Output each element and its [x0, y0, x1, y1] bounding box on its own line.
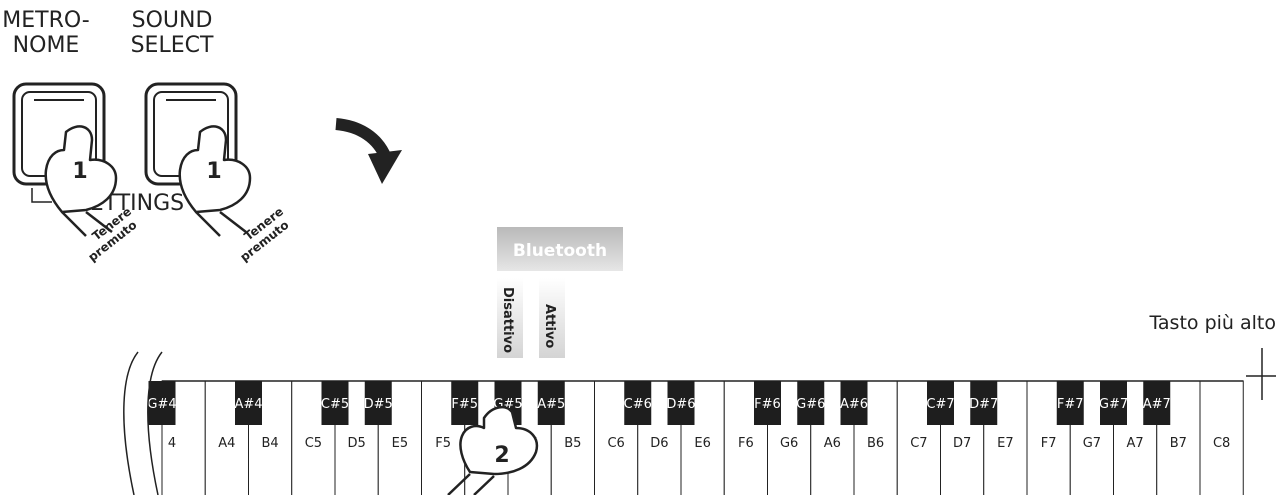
black-key-label: C#6	[624, 397, 652, 412]
black-key-label: A#7	[1143, 397, 1171, 412]
white-key-label: E5	[392, 436, 409, 451]
finger-press-icon-left: 1	[44, 125, 118, 237]
white-key-label: C8	[1213, 436, 1230, 451]
keyboard-break-marks	[123, 351, 163, 495]
black-key-g-sharp6[interactable]	[797, 381, 825, 425]
black-key-label: G#4	[147, 397, 176, 412]
white-key-label: D5	[347, 436, 365, 451]
black-key-d-sharp6[interactable]	[667, 381, 695, 425]
bluetooth-on-label: Attivo	[542, 304, 557, 348]
finger-press-icon-step2: 2	[447, 405, 539, 495]
black-key-a-sharp6[interactable]	[840, 381, 868, 425]
white-key-label: F5	[435, 436, 451, 451]
black-key-f-sharp5[interactable]	[451, 381, 479, 425]
black-key-label: C#5	[321, 397, 349, 412]
black-key-a-sharp4[interactable]	[235, 381, 262, 425]
white-key-label: C6	[607, 436, 624, 451]
bluetooth-on-column	[539, 278, 565, 358]
black-key-c-sharp6[interactable]	[624, 381, 652, 425]
top-key-label: Tasto più alto	[1148, 312, 1276, 334]
white-key-label: B6	[867, 436, 884, 451]
white-key-label: E6	[694, 436, 711, 451]
white-key-label: B5	[564, 436, 581, 451]
black-key-c-sharp7[interactable]	[927, 381, 954, 425]
bluetooth-title: Bluetooth	[513, 241, 607, 261]
bluetooth-title-box	[497, 227, 623, 271]
bluetooth-off-label: Disattivo	[500, 287, 515, 353]
black-key-label: D#6	[666, 397, 695, 412]
white-key-label: A6	[824, 436, 841, 451]
white-key-label: G7	[1083, 436, 1101, 451]
black-key-a-sharp7[interactable]	[1143, 381, 1171, 425]
metronome-label: METRO- NOME	[2, 8, 90, 58]
finger-number-2: 2	[494, 443, 509, 468]
white-key-label: F6	[738, 436, 754, 451]
black-key-label: C#7	[926, 397, 954, 412]
white-key-label: D7	[953, 436, 971, 451]
black-key-f-sharp7[interactable]	[1056, 381, 1084, 425]
white-key-label: C7	[910, 436, 927, 451]
white-key-label: B4	[262, 436, 279, 451]
sound-select-label: SOUND SELECT	[130, 8, 214, 58]
finger-press-icon-right: 1	[178, 125, 252, 237]
black-key-label: F#6	[754, 397, 781, 412]
black-key-f-sharp6[interactable]	[754, 381, 781, 425]
black-key-c-sharp5[interactable]	[321, 381, 349, 425]
piano-keyboard: 4A4B4C5D5E5F5G5A5B5C6D6E6F6G6A6B6C7D7E7F…	[147, 380, 1244, 495]
black-key-label: D#7	[969, 397, 998, 412]
black-key-label: A#4	[234, 397, 262, 412]
bluetooth-off-column	[497, 278, 523, 358]
finger-number-1-right: 1	[206, 159, 221, 184]
hold-label-right: Tenere premuto	[237, 204, 291, 264]
white-key-label: A7	[1127, 436, 1144, 451]
white-key-label: G6	[780, 436, 798, 451]
black-key-d-sharp7[interactable]	[970, 381, 998, 425]
top-key-marker	[1246, 348, 1276, 400]
curved-arrow-icon	[335, 118, 402, 184]
white-key-label: D6	[650, 436, 668, 451]
white-key-label: E7	[997, 436, 1014, 451]
white-key-label: B7	[1170, 436, 1187, 451]
bluetooth-panel: Bluetooth Disattivo Attivo	[497, 227, 623, 358]
black-key-label: G#7	[1099, 397, 1128, 412]
white-key-label: F7	[1041, 436, 1057, 451]
black-key-label: G#6	[796, 397, 825, 412]
finger-number-1-left: 1	[72, 159, 87, 184]
black-key-label: F#7	[1057, 397, 1084, 412]
black-key-label: D#5	[364, 397, 393, 412]
black-key-label: F#5	[451, 397, 478, 412]
white-key-label: C5	[305, 436, 322, 451]
black-key-d-sharp5[interactable]	[364, 381, 392, 425]
black-key-g-sharp7[interactable]	[1100, 381, 1127, 425]
black-key-label: A#6	[840, 397, 868, 412]
black-key-g-sharp4[interactable]	[148, 381, 176, 425]
black-key-label: A#5	[537, 397, 565, 412]
white-key-f7[interactable]	[1026, 380, 1071, 495]
white-key-label: 4	[168, 436, 176, 451]
black-key-a-sharp5[interactable]	[537, 381, 565, 425]
white-key-label: A4	[218, 436, 235, 451]
